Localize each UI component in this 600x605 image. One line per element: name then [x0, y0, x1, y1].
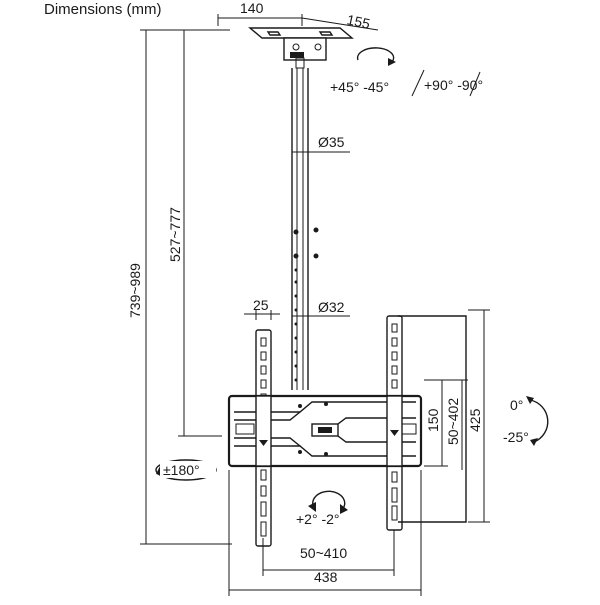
tilt-arrow-icon — [529, 399, 549, 443]
bracket-height-label: 150 — [425, 408, 441, 432]
swivel-plate-label: +45° -45° — [330, 79, 389, 95]
overall-width-label: 438 — [314, 569, 338, 585]
level-label: +2° -2° — [296, 511, 340, 527]
tv-bracket — [227, 394, 423, 468]
upright-width-label: 25 — [253, 297, 269, 313]
tilt-down-label: -25° — [503, 429, 529, 445]
pole-upper-diameter-label: Ø35 — [318, 134, 345, 150]
total-height-label: 739~989 — [127, 263, 143, 318]
plate-width-label: 140 — [240, 0, 264, 16]
swivel-arrow-icon — [356, 47, 395, 63]
pole-lower-diameter-label: Ø32 — [318, 299, 345, 315]
diagram-title: Dimensions (mm) — [44, 1, 162, 18]
vesa-horizontal-label: 50~410 — [300, 545, 347, 561]
pan-label: ±180° — [163, 462, 200, 478]
level-arrow-icon — [312, 490, 346, 511]
pole — [291, 68, 319, 390]
pole-length-label: 527~777 — [167, 207, 183, 262]
plate-depth-label: 155 — [345, 11, 371, 32]
plate-depth-line — [301, 17, 379, 31]
vesa-vertical-label: 50~402 — [445, 398, 461, 445]
tilt-up-label: 0° — [510, 397, 523, 413]
overall-height-label: 425 — [467, 408, 483, 432]
swivel-pole-label: +90° -90° — [424, 77, 483, 93]
side-view-outline — [398, 315, 467, 523]
ceiling-plate — [248, 27, 354, 69]
